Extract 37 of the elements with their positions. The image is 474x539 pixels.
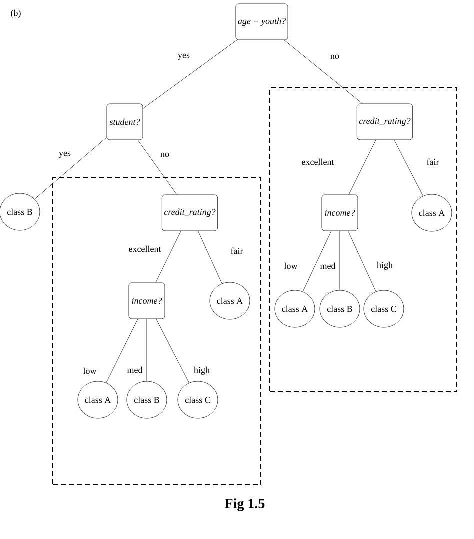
edge-label: yes [58, 150, 72, 160]
edge-label: low [283, 262, 299, 270]
edge-label: fair [426, 158, 440, 166]
branch-line [34, 137, 107, 200]
edge-label: low [82, 366, 98, 376]
edge-label: excellent [128, 244, 162, 254]
branch-line [198, 231, 222, 284]
decision-box: income? [128, 282, 166, 320]
figure-caption: Fig 1.5 [225, 498, 265, 512]
decision-box: credit_rating? [356, 104, 414, 140]
decision-box: age = youth? [236, 4, 288, 40]
branch-line [156, 231, 182, 283]
edge-label: med [126, 366, 144, 374]
branch-line [348, 140, 376, 195]
branch-line [156, 319, 190, 384]
branch-line [146, 319, 148, 382]
edge-label: fair [230, 246, 244, 256]
subtree-frame [52, 178, 262, 486]
branch-line [106, 319, 138, 384]
branch-line [348, 231, 376, 292]
edge-label: yes [177, 52, 191, 62]
branch-line [284, 40, 363, 104]
edge-label: high [376, 260, 394, 272]
decision-box: income? [322, 194, 358, 232]
branch-line [302, 231, 332, 292]
edge-label: high [193, 366, 211, 376]
edge-label: no [330, 54, 340, 60]
edge-label: no [160, 152, 170, 158]
decision-box: credit_rating? [162, 194, 218, 232]
subtree-frame [270, 88, 458, 392]
panel-label: (b) [11, 10, 21, 18]
edge-label: excellent [300, 158, 336, 166]
branch-line [394, 140, 424, 196]
branch-line [143, 40, 238, 109]
edge-label: med [319, 262, 337, 270]
decision-box: student? [106, 104, 144, 140]
branch-line [138, 140, 178, 195]
